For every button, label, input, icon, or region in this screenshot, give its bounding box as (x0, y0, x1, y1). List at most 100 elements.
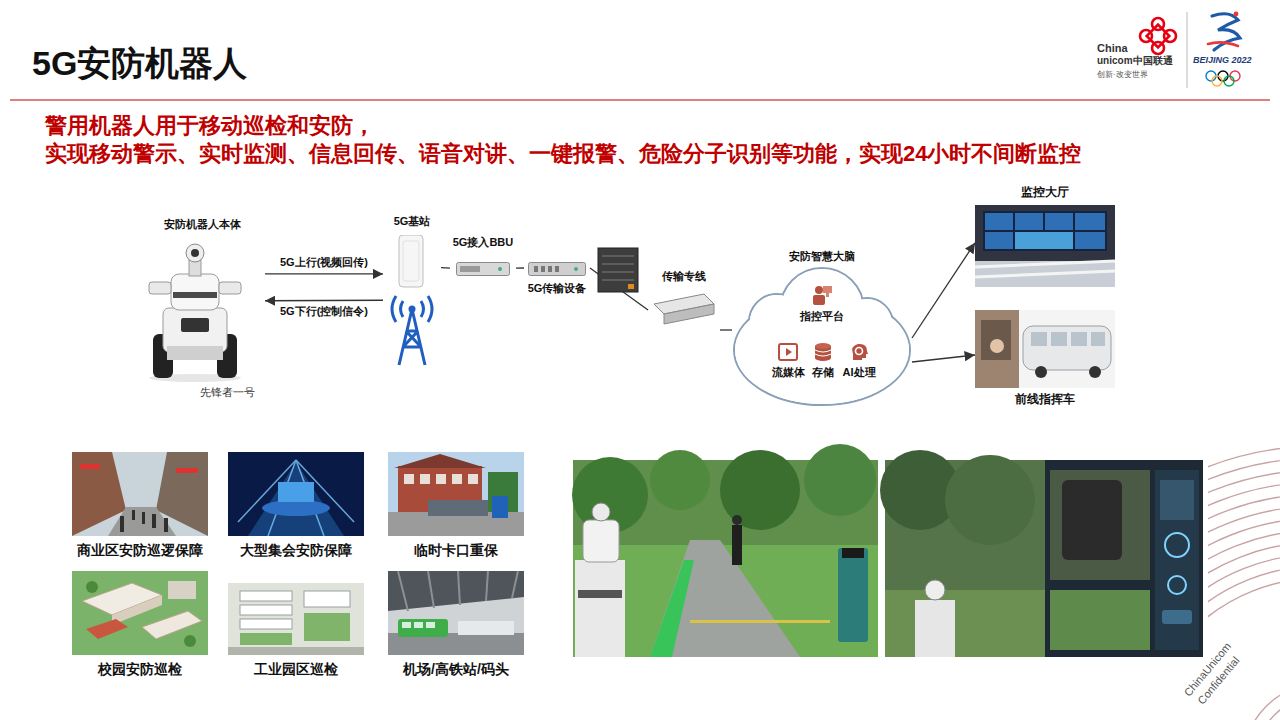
graphic-part (983, 211, 1107, 251)
graphic-part (457, 263, 510, 276)
graphic-part (811, 284, 833, 306)
command-vehicle-node: 前线指挥车 (975, 310, 1115, 410)
connector-line (265, 273, 383, 274)
ai-node: AI处理 (838, 342, 880, 388)
graphic-part (163, 308, 227, 352)
transport-node: 5G传输设备 (524, 258, 590, 302)
graphic-part (555, 266, 559, 272)
graphic-part (1071, 332, 1087, 346)
scenario-tile: 临时卡口重保 (386, 452, 526, 562)
graphic-part (842, 299, 892, 349)
graphic-part (399, 235, 423, 287)
graphic-part (842, 548, 864, 558)
graphic-part (985, 213, 1105, 249)
graphic-part (403, 241, 419, 281)
graphic-part (420, 474, 430, 484)
graphic-part (602, 271, 634, 272)
graphic-part (108, 507, 176, 536)
graphic-part (152, 514, 156, 528)
bbu-node: 5G接入BBU (450, 236, 516, 280)
graphic-part (167, 346, 223, 360)
graphic-part (228, 452, 364, 536)
graphic-part (652, 292, 716, 328)
graphic-part (238, 460, 354, 536)
connector-line (441, 267, 450, 269)
graphic-part (975, 310, 1019, 388)
graphic-part (304, 613, 350, 641)
graphic-part (452, 474, 462, 484)
graphic-part (574, 267, 578, 271)
graphic-part (388, 571, 524, 655)
graphic-part (779, 344, 797, 360)
graphic-part (404, 474, 478, 484)
graphic-part (120, 516, 124, 532)
graphic-part (1050, 470, 1150, 580)
graphic-part (486, 571, 488, 601)
graphic-part (534, 266, 538, 272)
graphic-part (240, 591, 292, 601)
graphic-part (80, 464, 198, 473)
label-text: 安防机器人本体 (140, 218, 265, 232)
node-picture (528, 262, 586, 276)
graphic-part (176, 468, 198, 473)
graphic-part (86, 619, 128, 639)
connector-line (265, 300, 383, 302)
graphic-part (813, 342, 833, 362)
graphic-part (849, 342, 869, 362)
connector-line (516, 267, 524, 268)
node-picture (387, 235, 437, 367)
graphic-part (1045, 460, 1203, 657)
graphic-part (145, 242, 245, 382)
graphic-part (72, 452, 208, 536)
server-rack (598, 248, 638, 292)
scenario-tile: 机场/高铁站/码头 (386, 571, 526, 681)
label-text: 流媒体 (768, 366, 808, 380)
connector-line (912, 243, 975, 338)
graphic-part (804, 444, 876, 516)
graphic-part (120, 510, 168, 532)
graphic-part (1015, 213, 1043, 230)
leased-line-node: 传输专线 (648, 270, 720, 350)
graphic-part (650, 450, 710, 510)
graphic-part (690, 620, 830, 623)
graphic-part (598, 248, 638, 292)
graphic-part (458, 621, 514, 635)
graphic-part (240, 605, 292, 615)
subtitle-line: 实现移动警示、实时监测、信息回传、语音对讲、一键报警、危险分子识别等功能，实现2… (45, 140, 1081, 168)
graphic-part (602, 279, 634, 280)
graphic-part (240, 613, 350, 645)
graphic-part (720, 450, 800, 530)
graphic-part (142, 512, 145, 524)
graphic-part (404, 474, 414, 484)
label-text: 前线指挥车 (975, 392, 1115, 407)
label-text: AI处理 (838, 366, 880, 380)
slide-title: 5G安防机器人 (32, 42, 247, 85)
graphic-part (650, 560, 694, 657)
graphic-part (80, 464, 100, 469)
logo-divider (1187, 12, 1188, 88)
label-text: 大型集会安防保障 (226, 542, 366, 560)
graphic-part (735, 269, 909, 404)
graphic-part (732, 515, 742, 525)
graphic-part (398, 571, 408, 611)
graphic-part (262, 500, 330, 516)
watermark-arcs (1006, 446, 1280, 720)
graphic-part (541, 266, 545, 272)
graphic-part (492, 496, 508, 518)
graphic-part (394, 454, 486, 468)
graphic-part (1031, 332, 1047, 346)
graphic-part (1224, 76, 1234, 86)
graphic-part (228, 571, 364, 583)
graphic-part (171, 274, 219, 310)
graphic-part (975, 261, 1115, 287)
graphic-part (402, 622, 411, 628)
graphic-part (975, 310, 1115, 388)
graphic-part (1018, 458, 1280, 720)
graphic-part (248, 462, 344, 536)
graphic-part (528, 262, 586, 276)
monitor-hall-node: 监控大厅 (975, 185, 1115, 290)
graphic-part (602, 263, 634, 264)
graphic-part (1160, 480, 1194, 520)
graphic-part (628, 284, 634, 289)
subtitle-line: 警用机器人用于移动巡检和安防， (45, 112, 375, 140)
